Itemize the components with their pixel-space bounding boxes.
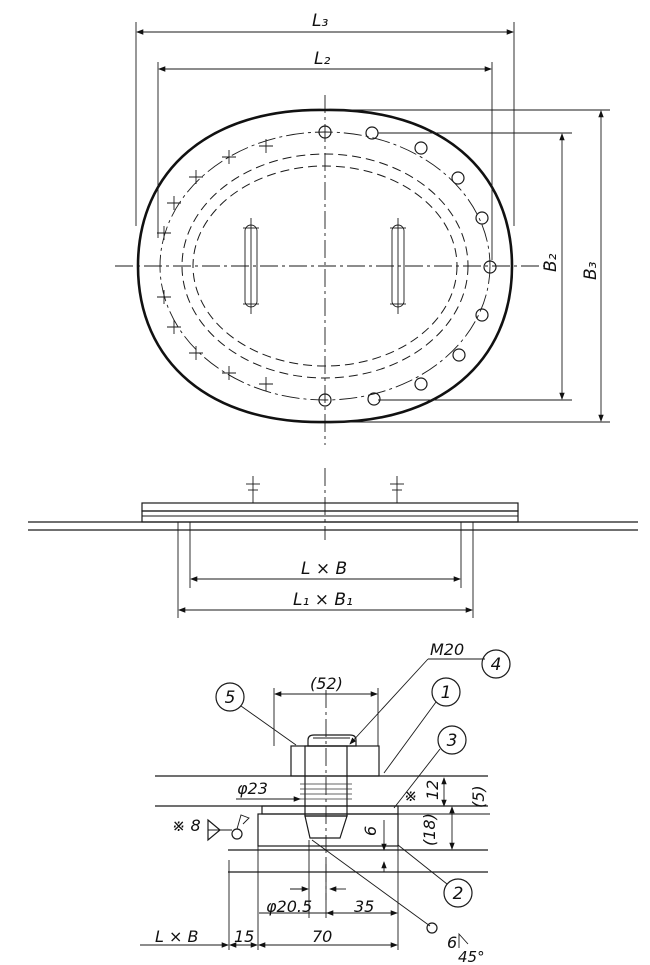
ref-balloon-3: 3 [393, 725, 467, 809]
dim-b3-label: B₃ [581, 261, 601, 280]
opening-dashed-inner [192, 165, 458, 367]
bolt-pitch-label: (52) [310, 674, 343, 693]
svg-text:4: 4 [491, 655, 502, 675]
hole-dia-label: φ23 [237, 779, 268, 798]
thread-hatching [300, 783, 352, 800]
bolt-position-marks [157, 139, 273, 391]
handle-right [390, 218, 406, 314]
bolt-hole [451, 171, 465, 185]
detail-lxb-label: L × B [155, 927, 198, 946]
detail-section: (52) M20 φ23 ※ 12 (5) (18) 6 ※ 8 6 45° [140, 640, 511, 965]
dim-l3-label: L₃ [312, 11, 328, 31]
svg-text:1: 1 [441, 683, 452, 703]
dim-15-label: 15 [234, 927, 254, 946]
ref-balloon-5: 5 [215, 682, 297, 746]
cover-plate-side [141, 502, 519, 512]
dim-12-label: 12 [423, 780, 442, 800]
weld-angle-label: 45° [458, 948, 485, 965]
bolt-hole [414, 377, 428, 391]
opening-dashed-outer [181, 153, 469, 379]
dim-b2-label: B₂ [541, 253, 561, 272]
svg-text:5: 5 [225, 688, 236, 708]
bolt-circle [159, 131, 491, 401]
bolt-hole [475, 308, 489, 322]
bolt-hole [414, 141, 428, 155]
weld-6-label: 6 [447, 933, 457, 952]
top-view: L₃ L₂ B₂ B₃ [115, 11, 610, 445]
bolt-hole [318, 393, 332, 407]
nut [307, 734, 357, 747]
bolt-hole [367, 392, 381, 406]
bolt-hole [452, 348, 466, 362]
dim-l1xb1-label: L₁ × B₁ [293, 590, 353, 610]
dim-5-label: (5) [469, 785, 488, 808]
svg-text:2: 2 [453, 884, 464, 904]
weld-8-label: ※ 8 [172, 816, 201, 835]
dim-70-label: 70 [312, 927, 332, 946]
ref-balloon-2: 2 [397, 844, 473, 908]
bolt-hole [475, 211, 489, 225]
handle-left [243, 218, 259, 314]
handle-side-right [390, 476, 404, 503]
svg-text:3: 3 [447, 731, 458, 751]
dim-6-label: 6 [361, 826, 380, 836]
weld-all-round-left [231, 828, 243, 840]
dim-35-label: 35 [354, 897, 374, 916]
side-view: L × B L₁ × B₁ [28, 468, 638, 618]
bolt-holes [318, 125, 497, 407]
bolt-hole [365, 126, 379, 140]
bolt-hole [483, 260, 497, 274]
handle-side-left [246, 476, 260, 503]
ref-balloon-1: 1 [383, 677, 461, 774]
dim-18-label: (18) [420, 813, 439, 846]
note-mark: ※ [404, 786, 417, 805]
ref-balloon-4: 4 [481, 649, 511, 679]
coaming-ring [257, 813, 399, 847]
cover-plate-outline [136, 108, 514, 424]
bolt-size-label: M20 [430, 640, 464, 659]
gasket-side [141, 510, 519, 523]
stud-dia-label: φ20.5 [266, 897, 312, 916]
bolt-tip [304, 815, 348, 839]
washer [290, 745, 380, 777]
bolt-hole [318, 125, 332, 139]
dim-lxb-label: L × B [301, 559, 347, 579]
dim-l2-label: L₂ [314, 49, 330, 69]
weld-all-round-right [426, 922, 438, 934]
